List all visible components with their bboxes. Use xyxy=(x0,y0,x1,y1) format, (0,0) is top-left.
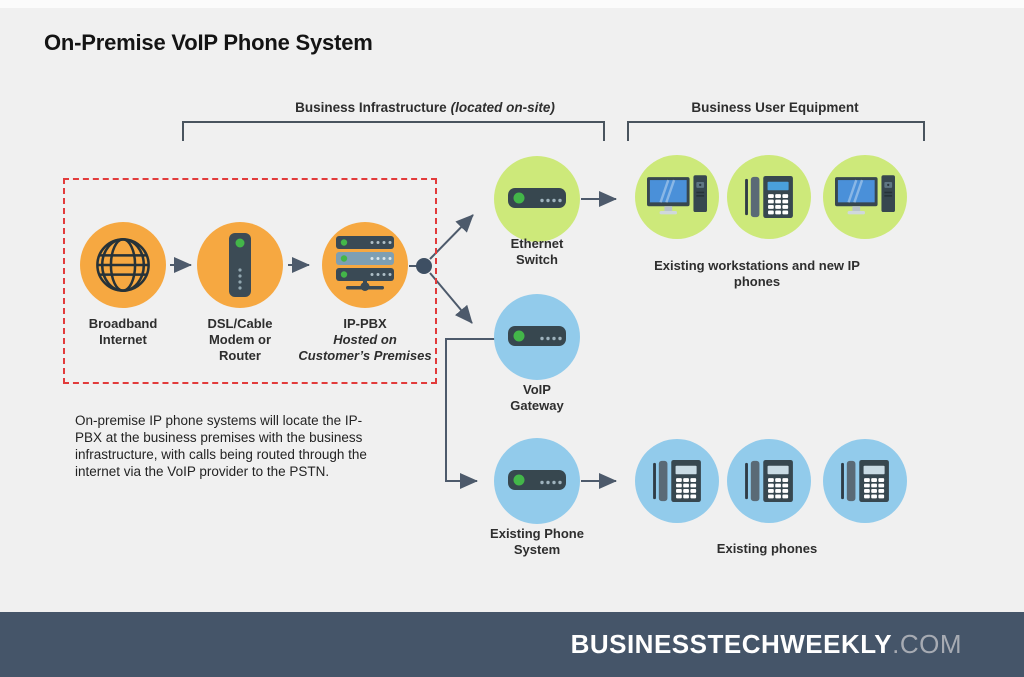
node-workstation-1 xyxy=(635,155,719,239)
label-voip-gateway: VoIP Gateway xyxy=(510,382,564,413)
desk-phone-icon xyxy=(653,459,701,503)
node-existing-phone-2 xyxy=(727,439,811,523)
group-label-note: (located on-site) xyxy=(450,100,555,115)
label-ip-pbx: IP-PBX Hosted on Customer’s Premises xyxy=(298,316,432,363)
label-workstations: Existing workstations and new IP phones xyxy=(654,258,860,289)
label-existing-phones: Existing phones xyxy=(716,541,818,556)
workstation-icon xyxy=(647,175,707,220)
group-label-business-infrastructure: Business Infrastructure(located on-site) xyxy=(250,100,600,115)
footer-bar: BUSINESSTECHWEEKLY.COM xyxy=(0,612,1024,677)
label-broadband-internet: Broadband Internet xyxy=(88,316,158,347)
workstation-icon xyxy=(835,175,895,220)
group-label-text: Business Infrastructure xyxy=(295,100,447,115)
footer-domain: .COM xyxy=(892,629,962,659)
ip-phone-icon xyxy=(745,175,793,219)
page-title: On-Premise VoIP Phone System xyxy=(44,30,373,55)
node-dsl-cable-modem xyxy=(197,222,283,308)
footer-brand: BUSINESSTECHWEEKLY xyxy=(570,629,893,659)
node-ip-phone xyxy=(727,155,811,239)
bracket-business-infrastructure xyxy=(182,121,605,141)
voip-gateway-icon xyxy=(508,326,566,348)
group-label-business-user-equipment: Business User Equipment xyxy=(627,100,923,115)
desk-phone-icon xyxy=(745,459,793,503)
node-workstation-2 xyxy=(823,155,907,239)
node-existing-phone-3 xyxy=(823,439,907,523)
bracket-business-user-equipment xyxy=(627,121,925,141)
node-voip-gateway xyxy=(494,294,580,380)
label-dsl-cable-modem: DSL/Cable Modem or Router xyxy=(207,316,273,363)
on-premise-boundary-box xyxy=(63,178,437,384)
group-label-text: Business User Equipment xyxy=(691,100,859,115)
ethernet-switch-icon xyxy=(508,188,566,210)
desk-phone-icon xyxy=(841,459,889,503)
node-ip-pbx xyxy=(322,222,408,308)
node-ethernet-switch xyxy=(494,156,580,242)
modem-icon xyxy=(228,232,252,298)
node-broadband-internet xyxy=(80,222,166,308)
phone-system-switch-icon xyxy=(508,470,566,492)
globe-icon xyxy=(94,236,152,294)
node-existing-phone-1 xyxy=(635,439,719,523)
top-margin-strip xyxy=(0,0,1024,8)
server-stack-icon xyxy=(334,236,396,294)
node-existing-phone-system xyxy=(494,438,580,524)
label-ethernet-switch: Ethernet Switch xyxy=(510,236,564,267)
label-existing-phone-system: Existing Phone System xyxy=(490,526,584,557)
description-paragraph: On-premise IP phone systems will locate … xyxy=(75,413,367,479)
